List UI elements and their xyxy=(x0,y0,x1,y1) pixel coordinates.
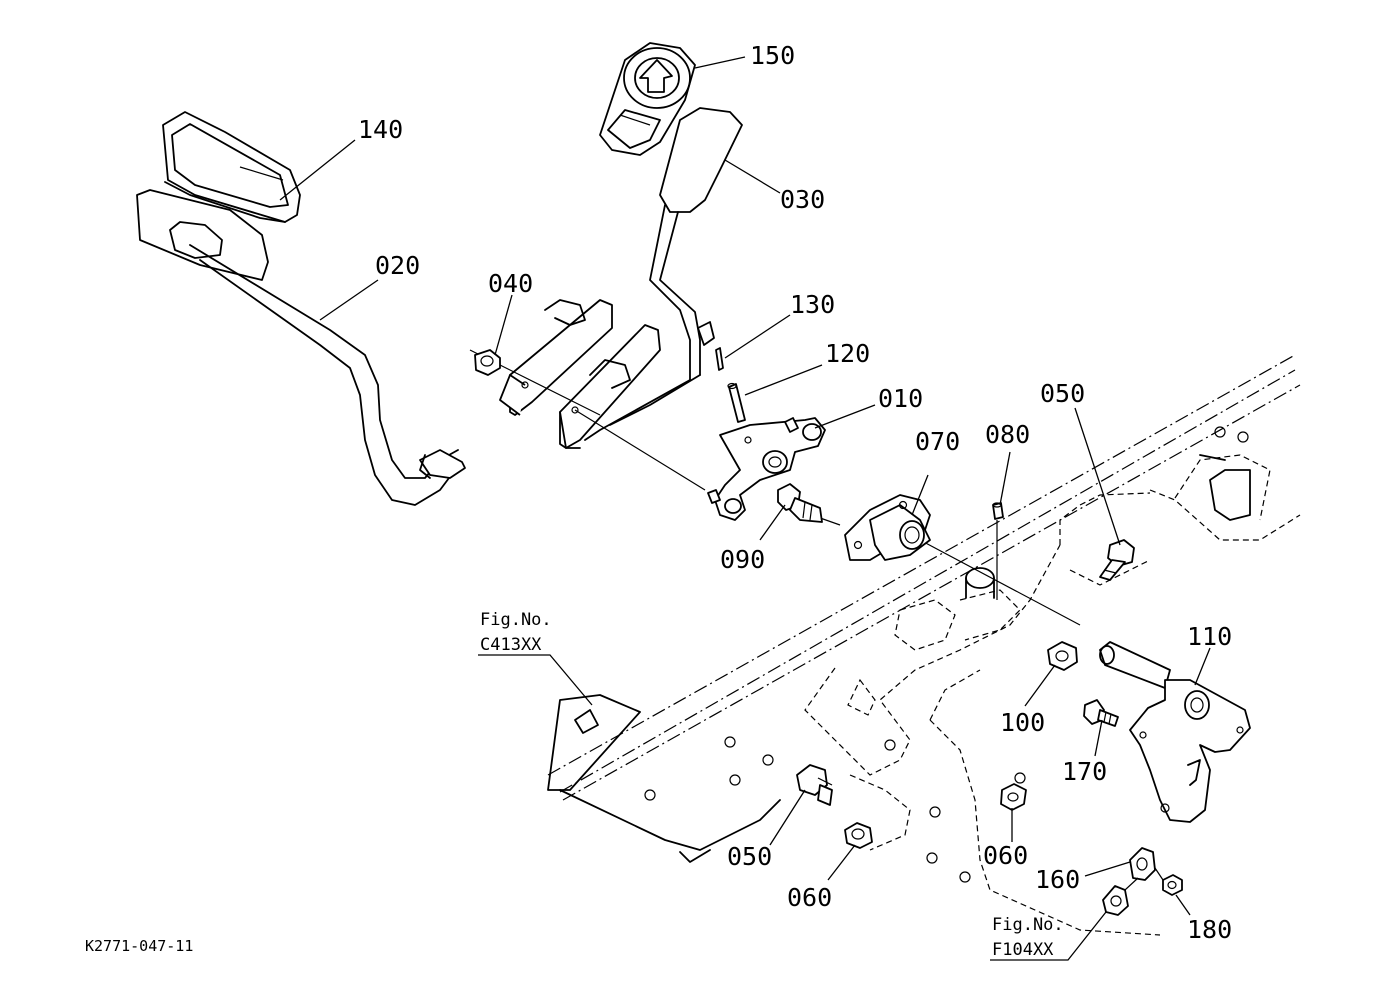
part-number-labels: 140 150 030 020 040 130 120 010 070 080 … xyxy=(358,41,1232,944)
pin-130 xyxy=(715,347,724,371)
bolt-050-upper xyxy=(1099,539,1135,581)
label-010: 010 xyxy=(878,384,923,413)
figure-reference-c413xx: Fig.No. C413XX xyxy=(480,610,552,655)
label-080: 080 xyxy=(985,420,1030,449)
hidden-linkage xyxy=(804,492,1161,936)
travel-pedal-030 xyxy=(584,107,743,441)
bolt-090 xyxy=(777,483,823,523)
drawing-code: K2771-047-11 xyxy=(85,937,193,955)
frame-holes xyxy=(644,736,1026,883)
label-060-right: 060 xyxy=(983,841,1028,870)
label-110: 110 xyxy=(1187,622,1232,651)
pivot-shaft-010 xyxy=(707,417,826,521)
pedal-bracket-plates xyxy=(499,299,661,449)
label-130: 130 xyxy=(790,290,835,319)
label-100: 100 xyxy=(1000,708,1045,737)
brake-pedal-020 xyxy=(136,189,466,506)
label-020: 020 xyxy=(375,251,420,280)
label-180: 180 xyxy=(1187,915,1232,944)
nut-100 xyxy=(1047,641,1078,671)
nut-180 xyxy=(1154,867,1183,896)
label-150: 150 xyxy=(750,41,795,70)
label-140: 140 xyxy=(358,115,403,144)
label-050-lower: 050 xyxy=(727,842,772,871)
pedal-pad-140 xyxy=(162,111,301,223)
label-040: 040 xyxy=(488,269,533,298)
rod-end-160 xyxy=(1102,847,1156,916)
fig-ref-1-line1: Fig.No. xyxy=(480,610,552,630)
label-160: 160 xyxy=(1035,865,1080,894)
flange-bearing-070 xyxy=(844,494,931,561)
nut-060-lower xyxy=(844,822,873,849)
fig-ref-1-line2: C413XX xyxy=(480,635,542,655)
label-030: 030 xyxy=(780,185,825,214)
figure-reference-f104xx: Fig.No. F104XX xyxy=(992,915,1064,960)
nut-060-right xyxy=(1000,783,1027,811)
bushing-040 xyxy=(474,349,501,376)
frame-rail xyxy=(547,354,1301,863)
leader-lines xyxy=(279,56,1211,961)
lever-110 xyxy=(1099,641,1251,823)
label-170: 170 xyxy=(1062,757,1107,786)
spring-pin-120 xyxy=(727,382,746,423)
label-090: 090 xyxy=(720,545,765,574)
label-070: 070 xyxy=(915,427,960,456)
frame-boss xyxy=(965,567,995,599)
label-120: 120 xyxy=(825,339,870,368)
fig-ref-2-line2: F104XX xyxy=(992,940,1054,960)
bolt-050-lower xyxy=(796,764,833,806)
fig-ref-2-line1: Fig.No. xyxy=(992,915,1064,935)
label-050-upper: 050 xyxy=(1040,379,1085,408)
label-060-lower: 060 xyxy=(787,883,832,912)
pedal-cap-150 xyxy=(599,42,696,156)
grease-nipple-080 xyxy=(992,502,1004,520)
axis-lines xyxy=(469,349,1081,626)
